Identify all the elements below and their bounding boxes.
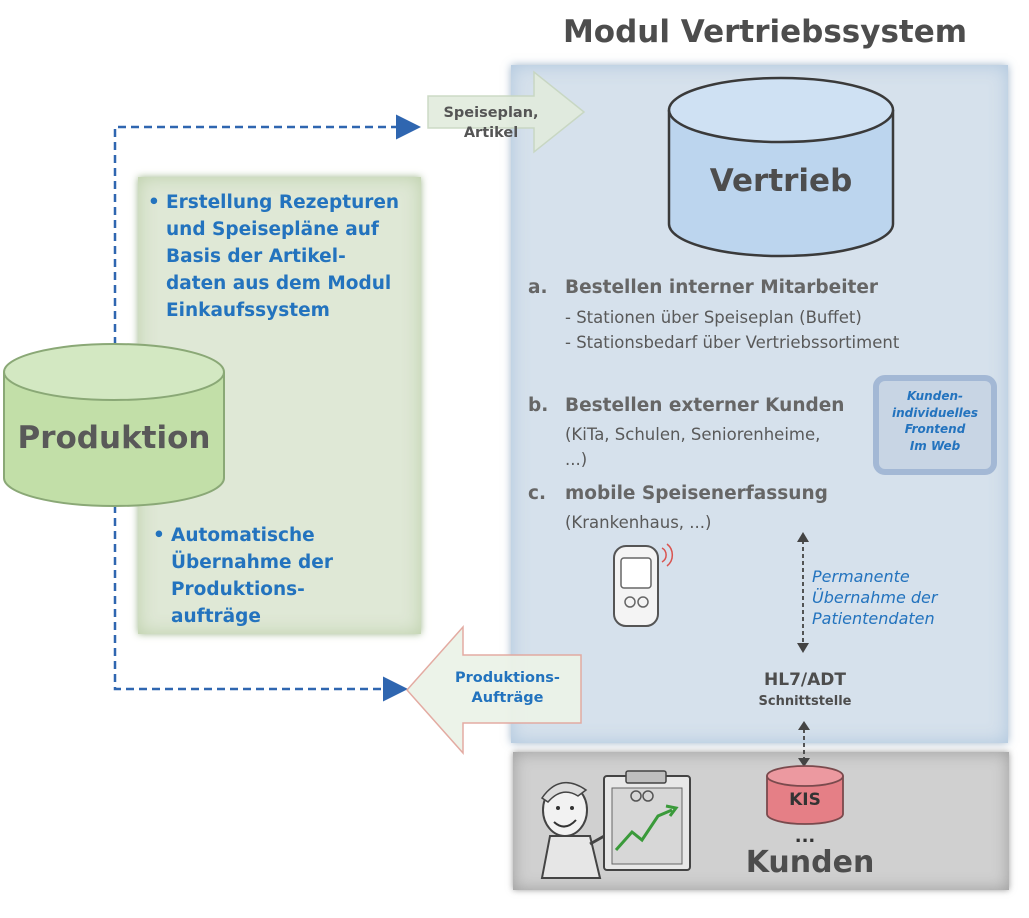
vertrieb-cylinder [667,76,895,258]
kis-label: KIS [789,790,821,810]
produktion-bullet-top: • Erstellung Rezepturen und Speisepläne … [148,189,426,324]
double-arrow-patientendaten [797,532,809,653]
bullet-line: Übernahme der [171,552,333,573]
bullet-line: aufträge [171,606,261,627]
list-sub-line: - Stationsbedarf über Vertriebssortiment [565,333,900,352]
arrow-label-speiseplan: Speiseplan, Artikel [436,103,546,143]
frontend-box [873,375,997,475]
bullet-marker: • [148,192,160,213]
mobile-device-icon [613,543,674,627]
kunden-label: Kunden [745,845,875,880]
permanent-line: Übernahme der [812,588,938,607]
bullet-line: Produktions- [171,579,305,600]
frontend-line: individuelles [891,405,979,420]
frontend-line: Im Web [909,438,961,453]
permanent-text: Permanente Übernahme der Patientendaten [812,566,937,629]
bullet-marker: • [153,525,165,546]
frontend-line: Kunden- [907,389,963,403]
produktion-cylinder [3,343,225,507]
clipboard-chart-icon [603,770,691,871]
bullet-line: Einkaufssystem [166,300,330,321]
cartoon-person-icon [540,781,616,879]
produktion-label: Produktion [17,420,211,456]
kunden-ellipsis: ... [794,826,816,847]
produktion-bullet-bottom: • Automatische Übernahme der Produktions… [153,522,411,630]
arrow-label-line: Aufträge [471,690,544,706]
bullet-line: Automatische [171,525,315,546]
dashed-line-top [113,114,421,345]
bullet-line: daten aus dem Modul [166,273,392,294]
page-title: Modul Vertriebssystem [562,14,968,50]
frontend-line: Frontend [904,422,966,436]
bullet-line: und Speisepläne auf [166,219,379,240]
permanent-line: Patientendaten [812,609,935,628]
double-arrow-kis [798,721,810,767]
list-marker-b: b. [528,395,549,416]
list-sub-line: - Stationen über Speiseplan (Buffet) [565,308,862,327]
list-heading-b: Bestellen externer Kunden [565,395,845,416]
interface-title: HL7/ADT [764,670,846,690]
arrow-label-line: Artikel [463,125,519,141]
list-marker-a: a. [528,277,548,298]
permanent-line: Permanente [812,567,910,586]
list-sub-line: (Krankenhaus, ...) [565,513,712,532]
interface-subtitle: Schnittstelle [758,694,852,709]
bullet-line: Basis der Artikel- [166,246,346,267]
arrow-produktionsauftraege [405,625,582,755]
arrow-label-line: Speiseplan, [443,105,539,121]
list-marker-c: c. [528,483,546,504]
list-sub-c: (Krankenhaus, ...) [565,510,711,535]
list-sub-b: (KiTa, Schulen, Seniorenheime, ...) [565,422,820,472]
vertrieb-label: Vertrieb [709,163,853,199]
list-heading-a: Bestellen interner Mitarbeiter [565,277,879,298]
frontend-box-text: Kunden- individuelles Frontend Im Web [873,388,997,454]
arrow-label-produktion: Produktions- Aufträge [445,668,570,708]
list-sub-line: (KiTa, Schulen, Seniorenheime, [565,425,821,444]
list-sub-line: ...) [565,450,588,469]
dashed-line-bottom [113,505,408,702]
list-sub-a: - Stationen über Speiseplan (Buffet) - S… [565,305,899,355]
kis-cylinder [766,765,844,825]
arrow-speiseplan [427,70,586,154]
list-heading-c: mobile Speisenerfassung [565,483,828,504]
bullet-line: Erstellung Rezepturen [166,192,400,213]
arrow-label-line: Produktions- [455,670,560,686]
